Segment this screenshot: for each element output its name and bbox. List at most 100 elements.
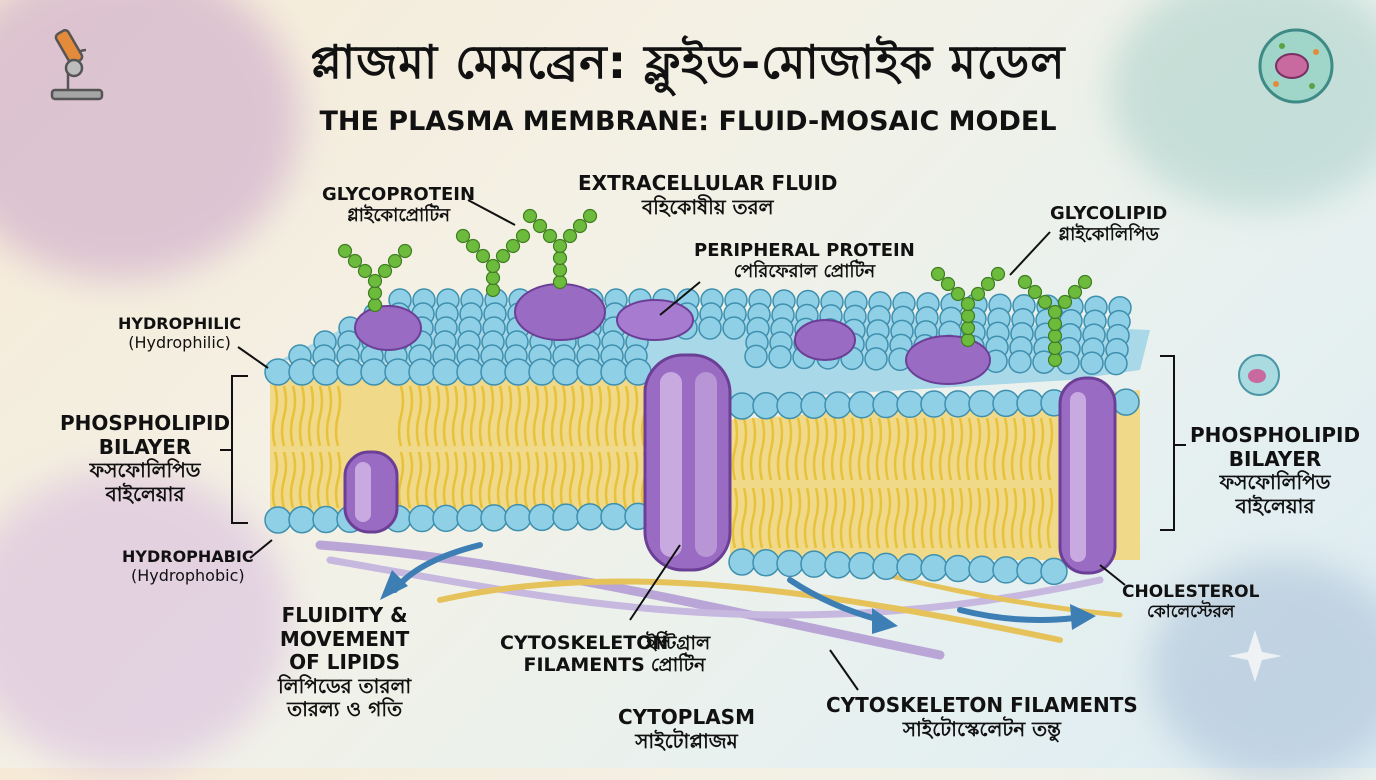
phospholipid-head [824, 551, 852, 579]
phospholipid-head [408, 358, 436, 386]
lipid-tail [803, 417, 811, 481]
lipid-tail [749, 487, 757, 549]
peripheral-protein [905, 335, 991, 385]
filament-yellow [437, 578, 1063, 643]
lipid-tail [469, 385, 477, 447]
lipid-tail [1037, 487, 1045, 549]
sugar-bead [572, 218, 588, 234]
label-bilayer-left: PHOSPHOLIPID BILAYER ফসফোলিপিড বাইলেয়ার [60, 411, 230, 506]
label-fluidity-bn2: তারল্য ও গতি [287, 697, 403, 722]
lipid-tail [821, 417, 829, 481]
lipid-tail [460, 385, 468, 447]
lipid-tail [613, 451, 621, 509]
lipid-tail [424, 385, 432, 447]
leader-filaments [829, 649, 859, 691]
sugar-bead [1047, 304, 1063, 320]
phospholipid-head [600, 358, 628, 386]
label-glycoprotein: GLYCOPROTEIN গ্লাইকোপ্রোটিন [322, 184, 475, 226]
sugar-bead [337, 243, 353, 259]
phospholipid-head [992, 389, 1020, 418]
lipid-tail [334, 451, 342, 509]
sugar-bead [495, 248, 511, 264]
phospholipid-head [456, 358, 484, 386]
sugar-bead [367, 297, 383, 313]
sugar-bead [960, 308, 976, 324]
lipid-tail [839, 487, 847, 549]
label-cytoskeleton2-bn: সাইটোস্কেলেটন তন্তু [902, 716, 1061, 741]
lipid-tail [902, 487, 910, 549]
label-extracellular-en: EXTRACELLULAR FLUID [578, 171, 838, 195]
sugar-bead [485, 258, 501, 274]
lipid-tail [541, 451, 549, 509]
phospholipid-head [312, 358, 340, 386]
sugar-bead [552, 274, 568, 290]
lipid-tails [271, 385, 1054, 549]
cell-small-icon [1238, 354, 1280, 396]
phospholipid-head [480, 358, 508, 386]
phospholipid-head [1080, 351, 1104, 375]
label-integral-bn2: প্রোটিন [650, 654, 706, 677]
sugar-bead [475, 248, 491, 264]
label-hydrophobic: HYDROPHABIC (Hydrophobic) [122, 547, 254, 586]
label-bilayer-right: PHOSPHOLIPID BILAYER ফসফোলিপিড বাইলেয়ার [1190, 423, 1360, 518]
lipid-tail [767, 487, 775, 549]
lipid-tail [271, 451, 279, 509]
label-cholesterol-bn: কোলেস্টেরল [1146, 602, 1235, 623]
phospholipid-head [728, 548, 756, 576]
phospholipid-head [896, 553, 924, 581]
phospholipid-head [768, 345, 792, 369]
lipid-tail [1037, 417, 1045, 481]
lipid-tail [559, 451, 567, 509]
filament-purple [315, 540, 945, 660]
lipid-tail [866, 417, 874, 481]
phospholipid-head [552, 358, 580, 386]
lipid-tail [830, 417, 838, 481]
sugar-bead [582, 208, 598, 224]
phospholipid-head [722, 316, 746, 340]
phospholipid-head [944, 554, 972, 583]
lipid-tail [938, 417, 946, 481]
label-glycolipid-en: GLYCOLIPID [1050, 203, 1168, 224]
lipid-tail [568, 451, 576, 509]
lipid-tail [298, 385, 306, 447]
lipid-tail [812, 417, 820, 481]
label-cytoskeleton-filaments: CYTOSKELETON FILAMENTS [500, 632, 668, 677]
phospholipid-head [336, 358, 364, 386]
phospholipid-head [576, 358, 604, 386]
lipid-tail [469, 451, 477, 509]
lipid-tail [505, 451, 513, 509]
lipid-tail [289, 385, 297, 447]
lipid-tail [415, 385, 423, 447]
phospholipid-head [528, 503, 556, 532]
leader-integral [629, 544, 681, 621]
page-title-english: THE PLASMA MEMBRANE: FLUID-MOSAIC MODEL [319, 106, 1057, 137]
sugar-bead [485, 282, 501, 298]
sparkle-icon [1228, 630, 1282, 682]
label-glycoprotein-bn: গ্লাইকোপ্রোটিন [347, 205, 450, 227]
sugar-bead [1017, 274, 1033, 290]
sugar-bead [522, 208, 538, 224]
lipid-tail [406, 451, 414, 509]
phospholipid-head [1008, 349, 1032, 374]
lipid-tail [893, 417, 901, 481]
phospholipid-head [480, 504, 508, 532]
lipid-tail [577, 451, 585, 509]
lipid-tail [1001, 417, 1009, 481]
lateral-arrowhead [872, 608, 898, 634]
lipid-tail [307, 385, 315, 447]
cell-icon [1258, 28, 1334, 104]
lipid-tail [839, 417, 847, 481]
sugar-bead [1077, 274, 1093, 290]
label-cytoskeleton2-en: CYTOSKELETON FILAMENTS [826, 693, 1138, 717]
lipid-tail [604, 385, 612, 447]
phospholipid-head [920, 390, 948, 418]
lipid-tail [965, 417, 973, 481]
sugar-bead [532, 218, 548, 234]
lipid-tail [514, 385, 522, 447]
label-peripheral: PERIPHERAL PROTEIN পেরিফেরাল প্রোটিন [694, 240, 915, 282]
lipid-tail [451, 385, 459, 447]
sugar-bead [485, 270, 501, 286]
lipid-tail [496, 451, 504, 509]
lipid-tail [1028, 417, 1036, 481]
